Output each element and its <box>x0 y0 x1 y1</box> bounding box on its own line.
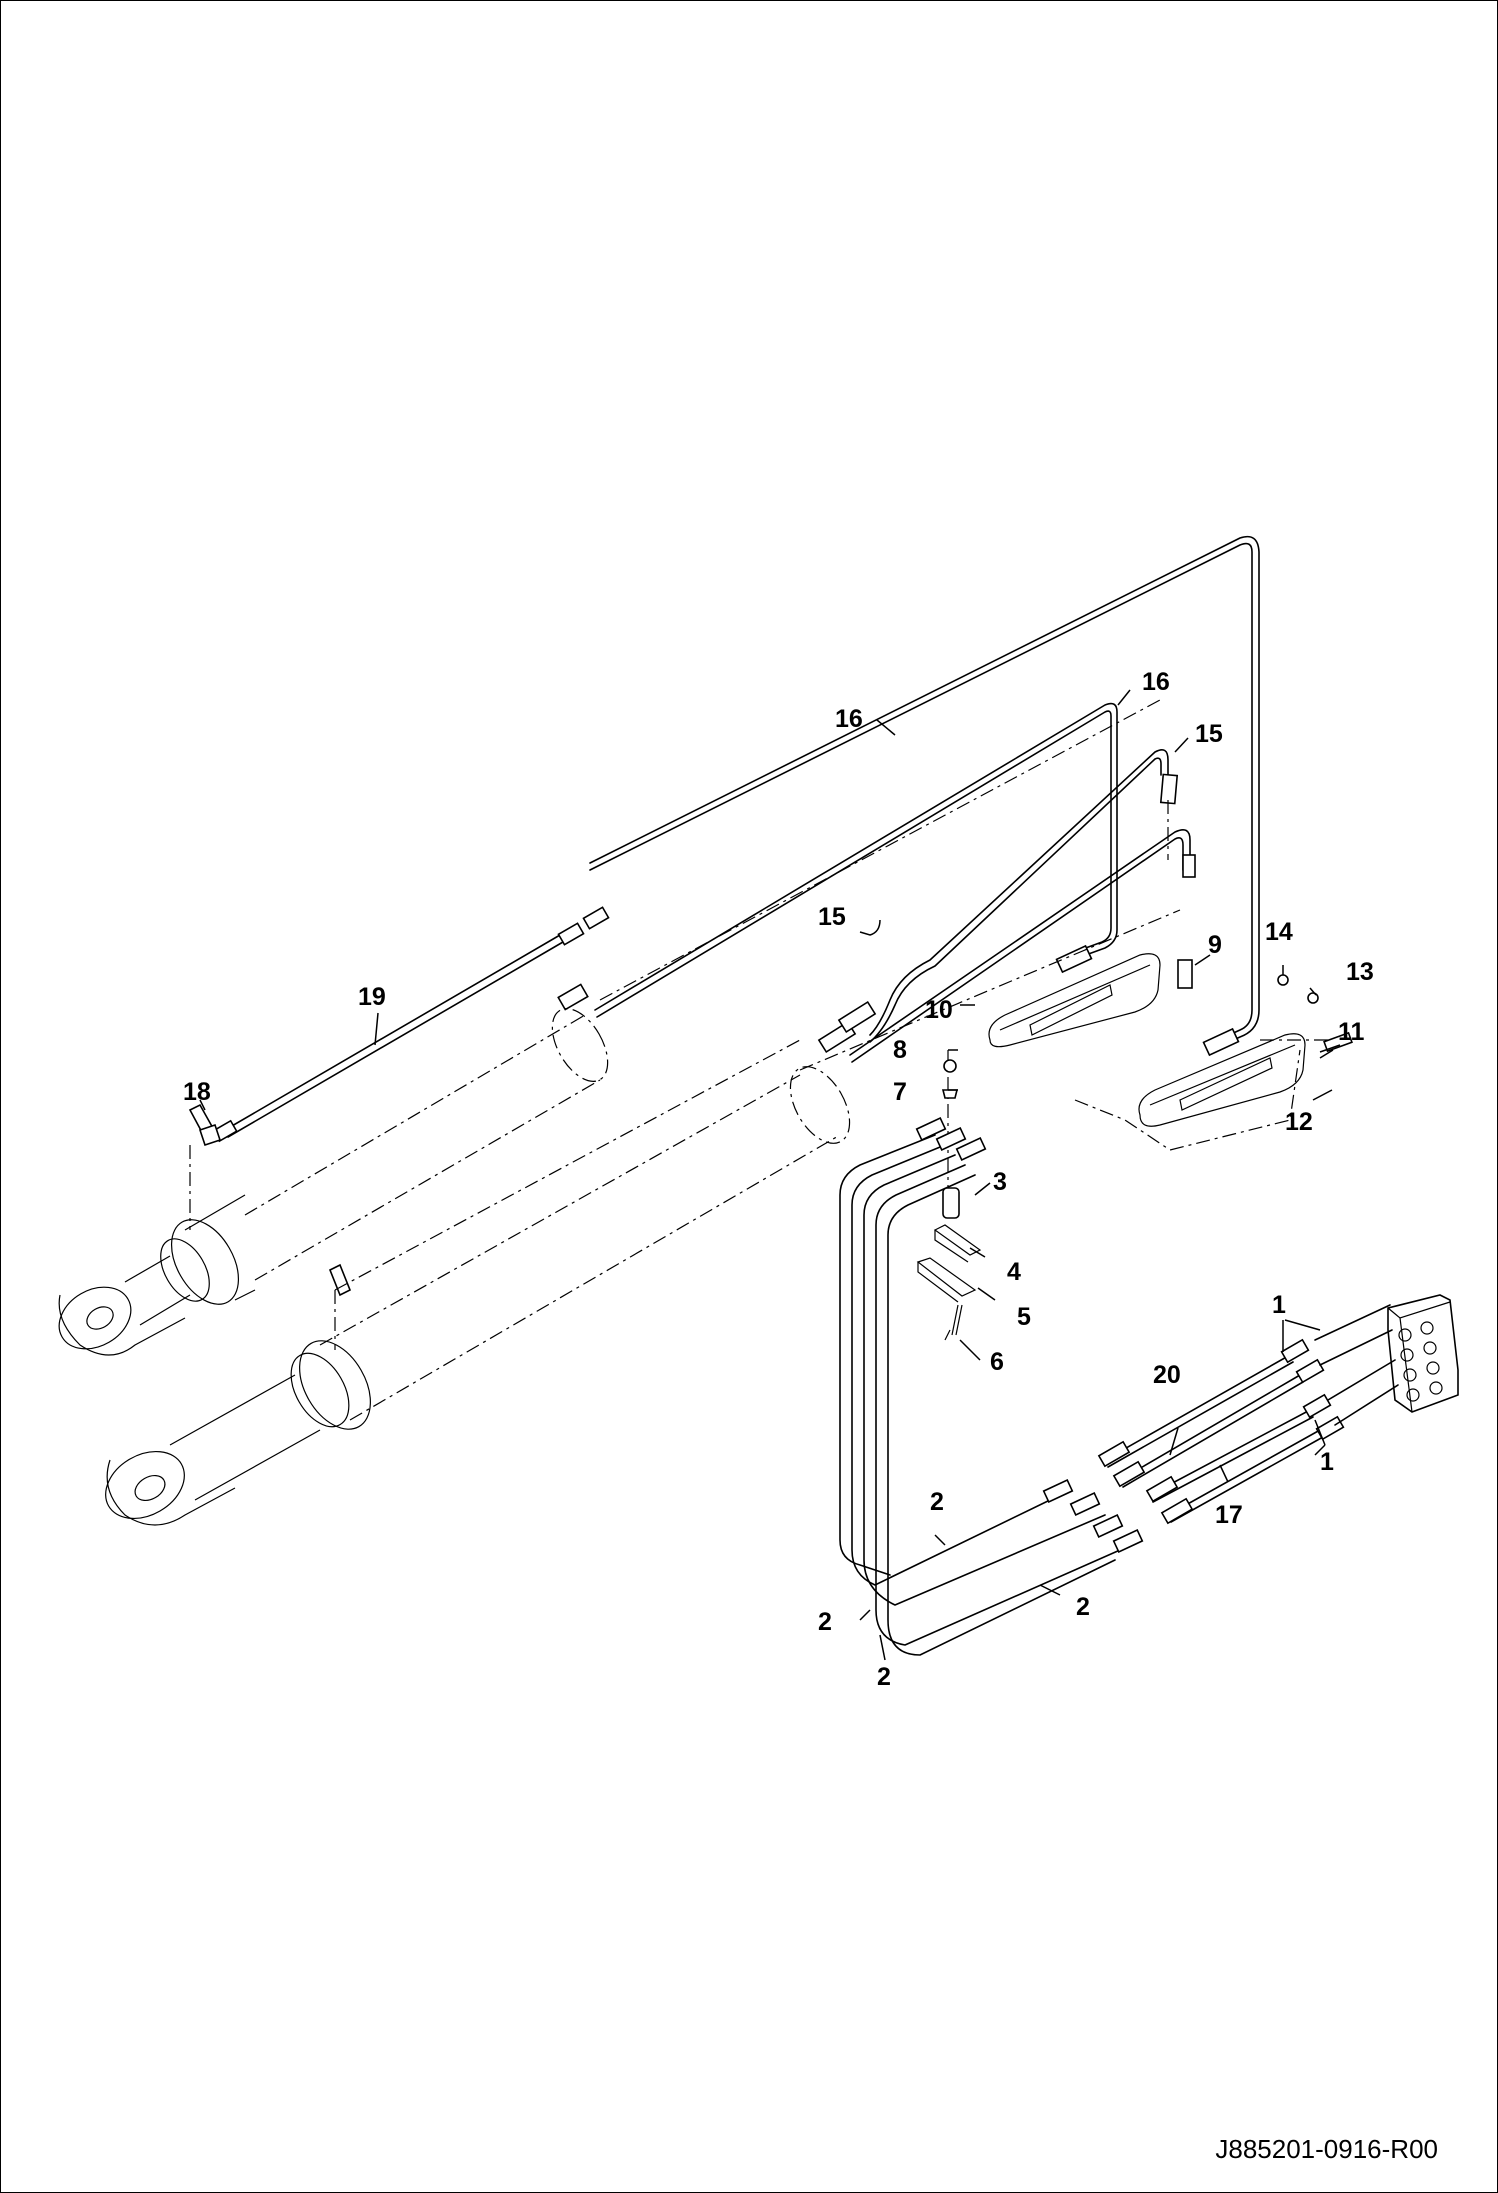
callout-labels: 1 1 2 2 2 2 3 4 5 6 7 8 9 10 11 12 13 14… <box>183 668 1374 1691</box>
leader-lines <box>199 689 1341 1661</box>
callout-8: 8 <box>893 1036 907 1064</box>
callout-15-top: 15 <box>1195 720 1223 748</box>
callout-4: 4 <box>1007 1258 1021 1286</box>
callout-17: 17 <box>1215 1501 1243 1529</box>
clamp-11 <box>1138 1033 1306 1127</box>
hoses-17-20 <box>1097 1338 1345 1525</box>
callout-16-right: 16 <box>1142 668 1170 696</box>
callout-9: 9 <box>1208 931 1222 959</box>
callout-2-a: 2 <box>930 1488 944 1516</box>
tube-15-fittings <box>817 773 1240 1057</box>
callout-2-b: 2 <box>818 1608 832 1636</box>
callout-2-d: 2 <box>1076 1593 1090 1621</box>
callout-2-c: 2 <box>877 1663 891 1691</box>
tube-19 <box>212 906 610 1143</box>
callout-5: 5 <box>1017 1303 1031 1331</box>
tube-16-inner <box>594 702 1118 1018</box>
drawing-number: J885201-0916-R00 <box>1215 2134 1438 2164</box>
tube-15-upper <box>869 749 1169 1043</box>
callout-3: 3 <box>993 1168 1007 1196</box>
clamp-10 <box>988 953 1161 1048</box>
tube-15-lower <box>849 829 1191 1063</box>
callout-6: 6 <box>990 1348 1004 1376</box>
callout-1-bottom: 1 <box>1320 1448 1334 1476</box>
cylinder-lower <box>105 1066 851 1526</box>
cylinder-upper <box>58 1008 609 1356</box>
callout-18: 18 <box>183 1078 211 1106</box>
callout-19: 19 <box>358 983 386 1011</box>
callout-14: 14 <box>1265 918 1293 946</box>
dashed-connection-lines <box>189 699 1330 1350</box>
callout-12: 12 <box>1285 1108 1313 1136</box>
hardware-12-13-14 <box>1277 974 1353 1053</box>
valve-block <box>1314 1294 1459 1426</box>
clamp-parts-3-8 <box>916 1059 982 1336</box>
callout-7: 7 <box>893 1078 907 1106</box>
callout-10: 10 <box>925 996 953 1024</box>
callout-13: 13 <box>1346 958 1374 986</box>
callout-11: 11 <box>1338 1018 1365 1046</box>
callout-20: 20 <box>1153 1361 1181 1389</box>
callout-15-mid: 15 <box>818 903 846 931</box>
elbow-18 <box>188 1103 352 1297</box>
callout-16-left: 16 <box>835 705 863 733</box>
u-tubes-2 <box>839 1117 1144 1656</box>
callout-1-top: 1 <box>1272 1291 1286 1319</box>
tube-16-outer <box>589 535 1260 1047</box>
